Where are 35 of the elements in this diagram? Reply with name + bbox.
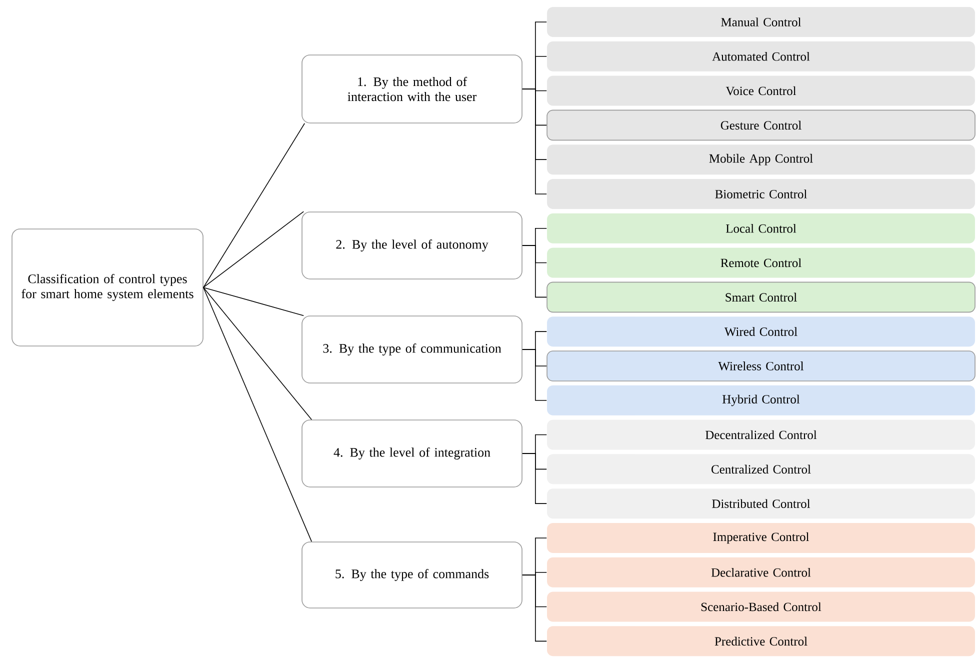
category-box: 5. By the type of commands <box>302 542 522 608</box>
root-box: Classification of control types for smart home system elements <box>12 228 204 346</box>
category-box: 4. By the level of integration <box>302 420 522 488</box>
control-type-box: Smart Control <box>546 282 976 313</box>
category-box: 1. By the method of interaction with the user <box>302 54 522 124</box>
control-type-box: Hybrid Control <box>547 385 975 416</box>
connector-line <box>203 211 304 288</box>
control-type-box: Wireless Control <box>546 350 976 382</box>
control-type-box: Scenario-Based Control <box>547 592 975 622</box>
control-type-box: Distributed Control <box>547 488 975 519</box>
control-type-box: Centralized Control <box>547 454 975 484</box>
control-type-box: Decentralized Control <box>547 420 975 450</box>
bracket-line <box>522 453 547 504</box>
category-box: 3. By the type of communication <box>302 316 522 384</box>
bracket-line <box>522 349 547 401</box>
connector-line <box>203 287 304 316</box>
control-type-box: Remote Control <box>547 248 975 278</box>
connector-line <box>203 123 305 288</box>
control-type-box: Predictive Control <box>547 626 975 656</box>
control-type-box: Declarative Control <box>547 557 975 588</box>
connector-line <box>203 287 312 542</box>
control-type-box: Voice Control <box>547 76 975 106</box>
bracket-line <box>522 574 547 642</box>
control-type-box: Manual Control <box>547 6 975 37</box>
bracket-line <box>522 88 547 194</box>
control-type-box: Automated Control <box>547 41 975 72</box>
category-box: 2. By the level of autonomy <box>302 212 522 280</box>
bracket-line <box>522 245 547 298</box>
control-type-box: Wired Control <box>547 316 975 347</box>
control-type-box: Mobile App Control <box>547 144 975 175</box>
control-type-box: Gesture Control <box>546 110 976 141</box>
control-type-box: Local Control <box>547 213 975 244</box>
control-type-box: Biometric Control <box>547 178 975 209</box>
connector-line <box>203 287 312 420</box>
control-type-box: Imperative Control <box>547 522 975 553</box>
